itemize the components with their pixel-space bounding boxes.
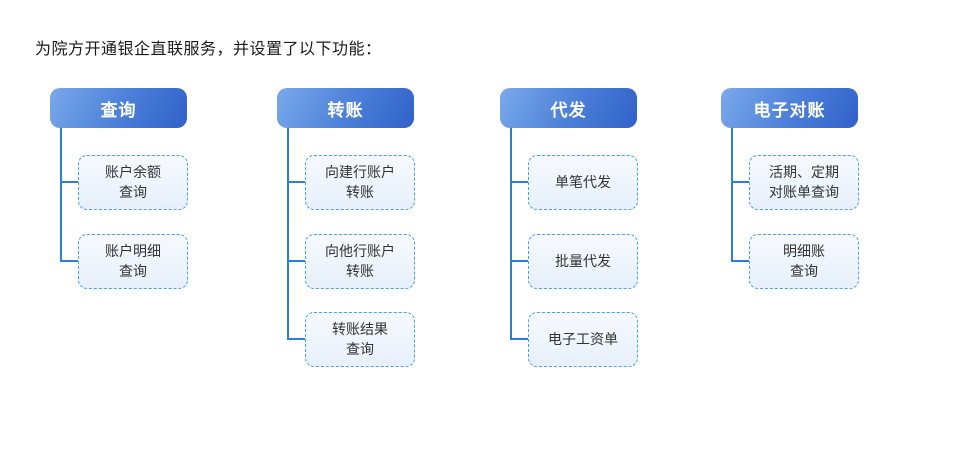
group-header-transfer: 转账 <box>277 88 414 128</box>
connector-vline <box>287 128 289 340</box>
node-label: 活期、定期 对账单查询 <box>769 163 839 200</box>
node-account-detail-query: 账户明细 查询 <box>78 234 188 289</box>
connector-branch <box>287 260 306 262</box>
connector-branch <box>510 260 529 262</box>
node-detail-ledger-query: 明细账 查询 <box>749 234 859 289</box>
node-batch-payroll: 批量代发 <box>528 234 638 289</box>
node-label: 批量代发 <box>555 252 611 269</box>
group-header-query: 查询 <box>50 88 187 128</box>
node-label: 向他行账户 转账 <box>325 242 395 279</box>
node-transfer-other-bank: 向他行账户 转账 <box>305 234 415 289</box>
node-label: 账户明细 查询 <box>105 242 161 279</box>
connector-branch <box>287 181 306 183</box>
connector-vline <box>510 128 512 340</box>
group-header-label: 代发 <box>550 100 587 120</box>
group-header-payroll: 代发 <box>500 88 637 128</box>
group-header-label: 电子对账 <box>753 100 826 120</box>
node-e-payslip: 电子工资单 <box>528 312 638 367</box>
connector-branch <box>731 260 750 262</box>
node-transfer-ccb-account: 向建行账户 转账 <box>305 155 415 210</box>
node-label: 账户余额 查询 <box>105 163 161 200</box>
group-header-label: 查询 <box>100 100 137 120</box>
connector-branch <box>60 181 79 183</box>
node-label: 向建行账户 转账 <box>325 163 395 200</box>
connector-branch <box>510 338 529 340</box>
node-label: 单笔代发 <box>555 173 611 190</box>
connector-vline <box>60 128 62 262</box>
connector-branch <box>510 181 529 183</box>
connector-vline <box>731 128 733 262</box>
connector-branch <box>60 260 79 262</box>
node-single-payroll: 单笔代发 <box>528 155 638 210</box>
node-label: 电子工资单 <box>548 330 618 347</box>
node-statement-query: 活期、定期 对账单查询 <box>749 155 859 210</box>
group-header-e-reconciliation: 电子对账 <box>721 88 858 128</box>
node-account-balance-query: 账户余额 查询 <box>78 155 188 210</box>
node-transfer-result-query: 转账结果 查询 <box>305 312 415 367</box>
group-column-transfer: 转账 向建行账户 转账 向他行账户 转账 转账结果 查询 <box>277 88 415 388</box>
group-header-label: 转账 <box>327 100 364 120</box>
connector-branch <box>731 181 750 183</box>
page-title: 为院方开通银企直联服务，并设置了以下功能： <box>35 41 382 58</box>
node-label: 转账结果 查询 <box>332 320 388 357</box>
group-column-query: 查询 账户余额 查询 账户明细 查询 <box>50 88 188 388</box>
connector-branch <box>287 338 306 340</box>
group-column-e-reconciliation: 电子对账 活期、定期 对账单查询 明细账 查询 <box>721 88 859 388</box>
group-column-payroll: 代发 单笔代发 批量代发 电子工资单 <box>500 88 638 388</box>
node-label: 明细账 查询 <box>783 242 825 279</box>
